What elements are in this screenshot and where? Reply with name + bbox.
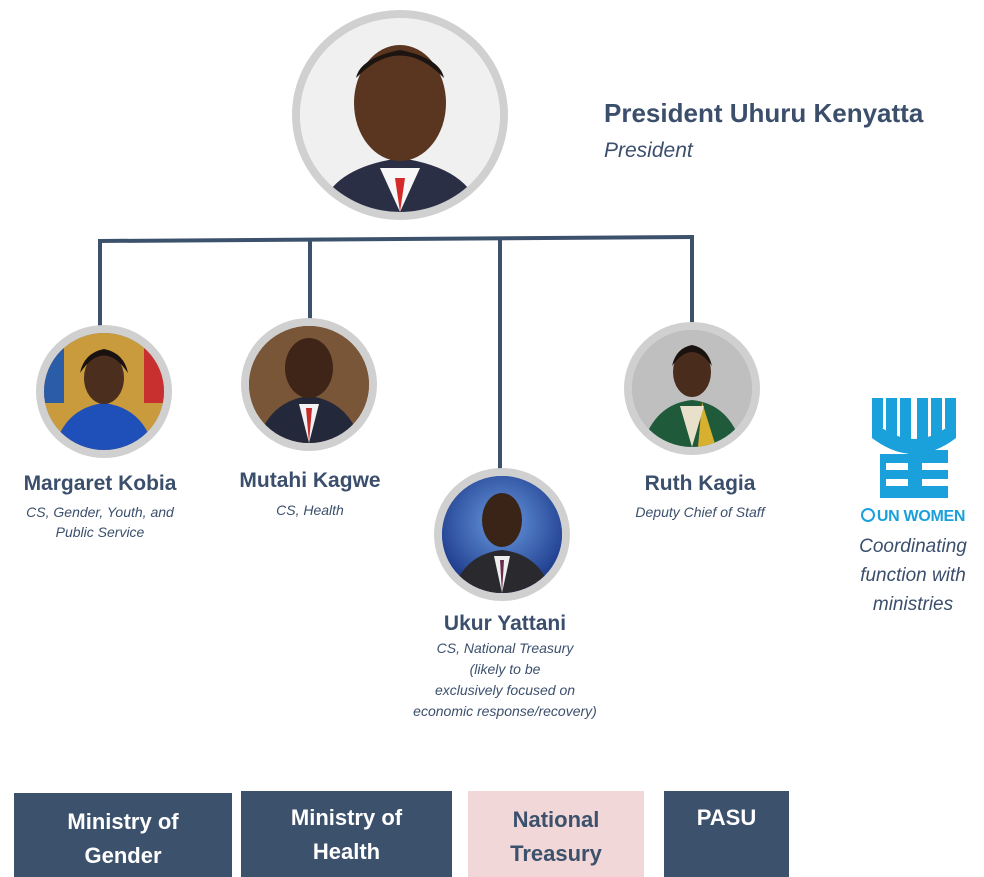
national-treasury-box: National Treasury: [468, 791, 644, 877]
minister-photo-kobia: [36, 325, 172, 458]
minister-photo-yattani: [434, 468, 570, 601]
minister-name-yattani: Ukur Yattani: [443, 612, 567, 635]
box-line: PASU: [696, 805, 757, 830]
minister-photo-kagwe: [241, 318, 377, 451]
ministry-of-gender-box: Ministry of Gender: [14, 793, 232, 877]
minister-role-yattani: CS, National Treasury (likely to be excl…: [380, 638, 630, 722]
role-line: economic response/recovery): [413, 703, 597, 719]
box-line: National: [512, 807, 600, 832]
role-line: exclusively focused on: [434, 682, 576, 698]
president-role: President: [604, 139, 693, 162]
role-line: CS, Gender, Youth, and: [26, 504, 174, 520]
minister-name-kobia: Margaret Kobia: [23, 472, 177, 495]
box-line: Ministry of: [67, 809, 179, 834]
description-line: Coordinating: [859, 536, 967, 557]
minister-photo-kagia: [624, 322, 760, 455]
box-line: Treasury: [510, 841, 602, 866]
un-women-wordmark: UN WOMEN: [838, 508, 984, 526]
minister-role-kagwe: CS, Health: [210, 500, 410, 520]
role-line: (likely to be: [469, 661, 541, 677]
ministry-of-health-box: Ministry of Health: [241, 791, 452, 877]
un-women-logo-text: UN WOMEN: [876, 508, 966, 525]
un-emblem-icon: [860, 508, 875, 522]
president-photo: [292, 10, 508, 220]
role-line: CS, National Treasury: [436, 640, 574, 656]
box-line: Ministry of: [290, 805, 403, 830]
un-women-logo-icon: [872, 398, 956, 498]
un-women-description: Coordinating function with ministries: [838, 532, 984, 619]
minister-role-kobia: CS, Gender, Youth, and Public Service: [0, 502, 200, 542]
box-line: Gender: [84, 843, 162, 868]
minister-name-kagia: Ruth Kagia: [644, 472, 756, 495]
president-name: President Uhuru Kenyatta: [604, 98, 924, 128]
minister-role-kagia: Deputy Chief of Staff: [580, 502, 820, 522]
connector-horizontal: [97, 234, 695, 244]
description-line: function with: [860, 565, 966, 586]
pasu-box: PASU: [664, 791, 789, 877]
role-line: CS, Health: [276, 502, 344, 518]
box-line: Health: [312, 839, 381, 864]
minister-name-kagwe: Mutahi Kagwe: [239, 469, 381, 492]
role-line: Deputy Chief of Staff: [635, 504, 765, 520]
description-line: ministries: [872, 594, 954, 615]
role-line: Public Service: [55, 524, 145, 540]
